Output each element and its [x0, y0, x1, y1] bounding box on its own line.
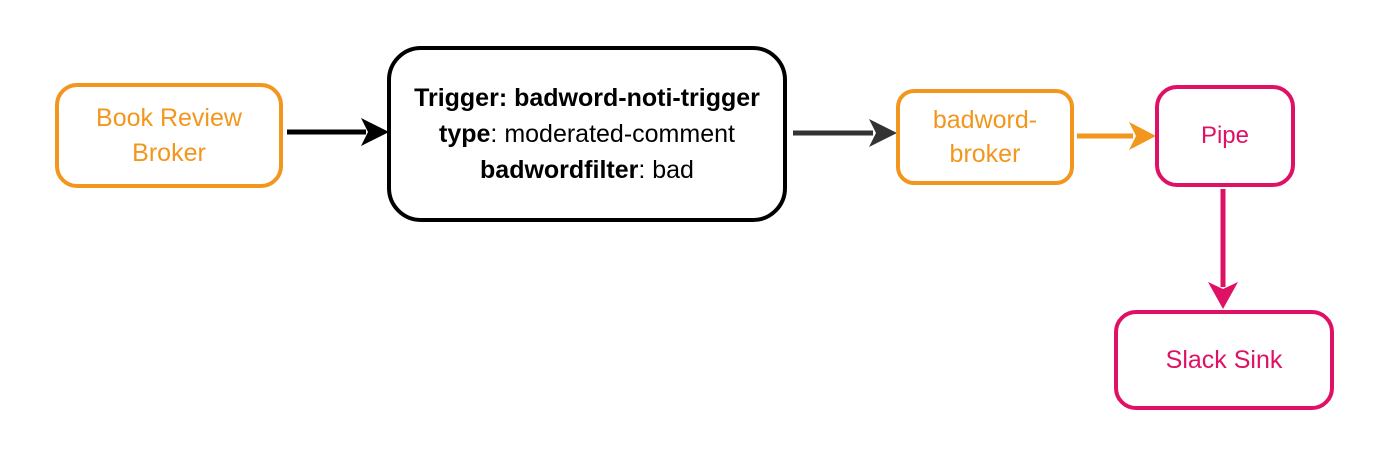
trigger-line-3-key: badwordfilter	[480, 156, 639, 184]
node-pipe: Pipe	[1155, 85, 1295, 187]
node-book-review-broker-label: Book Review Broker	[96, 104, 242, 167]
node-trigger: Trigger: badword-noti-trigger type: mode…	[387, 46, 787, 222]
arrow-broker-to-trigger	[287, 118, 389, 146]
node-slack-sink-label: Slack Sink	[1165, 345, 1283, 374]
node-slack-sink: Slack Sink	[1114, 310, 1334, 410]
trigger-line-3-value: : bad	[638, 156, 694, 184]
trigger-line-2-value: : moderated-comment	[490, 120, 735, 148]
trigger-line-1-text: Trigger: badword-noti-trigger	[414, 84, 760, 112]
trigger-line-1: Trigger: badword-noti-trigger	[414, 80, 760, 116]
node-pipe-label: Pipe	[1200, 122, 1250, 150]
arrow-pipe-to-slack-sink	[1208, 189, 1238, 309]
node-book-review-broker: Book Review Broker	[55, 83, 283, 188]
arrow-trigger-to-badword-broker	[793, 119, 897, 147]
node-badword-broker: badword- broker	[896, 89, 1074, 185]
node-badword-broker-label: badword- broker	[932, 105, 1038, 169]
trigger-line-2-key: type	[439, 120, 491, 148]
arrow-badword-broker-to-pipe	[1077, 122, 1156, 150]
trigger-line-3: badwordfilter: bad	[480, 152, 694, 188]
trigger-line-2: type: moderated-comment	[439, 116, 735, 152]
